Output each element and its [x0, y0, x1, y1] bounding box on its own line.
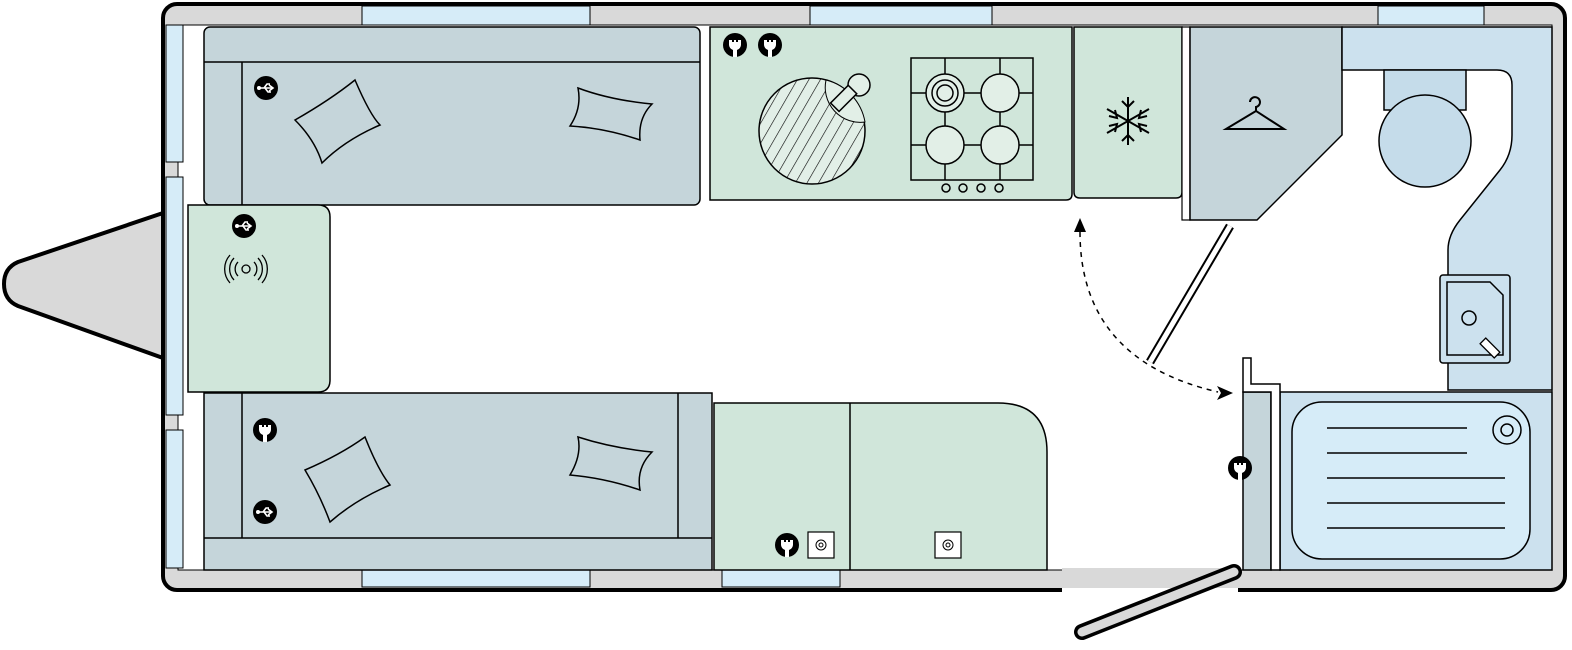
wardrobe	[1189, 26, 1343, 221]
front-chest	[187, 204, 331, 393]
power-socket-icon	[775, 533, 799, 557]
usb-socket-icon	[252, 499, 278, 525]
sofa-bottom-left	[203, 392, 713, 571]
window-bottom-1	[361, 569, 591, 588]
power-socket-icon	[723, 33, 747, 57]
power-socket-icon	[253, 418, 277, 442]
fridge-snowflake-icon	[1106, 97, 1150, 145]
window-front-2	[165, 176, 184, 416]
partition-wall	[1181, 26, 1191, 221]
a-frame-drawbar	[2, 211, 165, 360]
sink-icon	[758, 73, 871, 185]
pillow-icon	[303, 435, 392, 524]
window-bottom-2	[721, 569, 841, 588]
usb-socket-icon	[253, 75, 279, 101]
hanger-icon	[1222, 96, 1288, 130]
pillow-icon	[568, 435, 654, 492]
window-front-3	[165, 429, 184, 569]
tv-point-icon	[934, 531, 962, 559]
power-socket-icon	[758, 33, 782, 57]
usb-socket-icon	[231, 213, 257, 239]
hob-icon	[910, 57, 1034, 193]
kitchen-lower-units	[713, 402, 1048, 571]
fridge	[1073, 26, 1183, 199]
washroom-wall	[1242, 391, 1272, 571]
wireless-charger-icon	[224, 254, 268, 284]
tv-point-icon	[807, 531, 835, 559]
window-front-1	[165, 24, 184, 163]
window-top-1	[361, 5, 591, 26]
washroom	[1228, 26, 1553, 571]
kitchen-unit	[709, 26, 1073, 201]
basin-icon	[1439, 274, 1511, 364]
shower-tray-icon	[1291, 401, 1531, 560]
door-swing-arrow	[1074, 218, 1233, 400]
window-top-2	[809, 5, 993, 26]
sofa-top-left	[203, 26, 701, 206]
pillow-icon	[293, 78, 382, 165]
toilet-icon	[1378, 69, 1472, 188]
washroom-door[interactable]	[1146, 223, 1234, 365]
pillow-icon	[568, 86, 654, 142]
power-socket-icon	[1228, 456, 1252, 480]
washroom-door-frame	[1242, 357, 1281, 571]
window-top-3	[1377, 5, 1485, 26]
entrance-door[interactable]	[1074, 564, 1242, 640]
